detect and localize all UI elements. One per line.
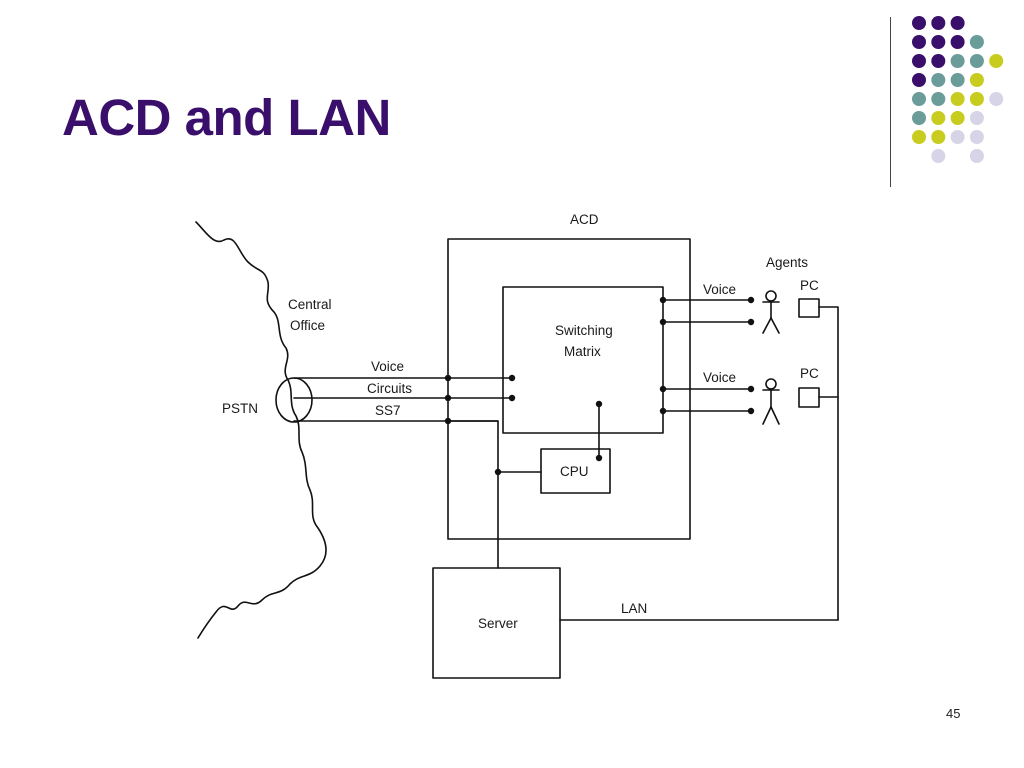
central-office-label-1: Central — [288, 297, 332, 312]
decorative-dot — [969, 149, 984, 163]
slide-title: ACD and LAN — [62, 89, 391, 146]
decorative-dot — [950, 35, 965, 49]
pc-box-1 — [798, 298, 820, 318]
central-office-label-2: Office — [290, 318, 325, 333]
pstn-ellipse — [275, 377, 313, 423]
agent-figure-2 — [762, 378, 780, 425]
acd-label: ACD — [570, 212, 599, 227]
pc-top-label: PC — [800, 278, 819, 293]
decorative-dot — [950, 16, 965, 30]
decorative-dot — [912, 92, 926, 106]
decorative-dot — [969, 35, 984, 49]
voice-bottom-label: Voice — [703, 370, 736, 385]
voice-label: Voice — [371, 359, 404, 374]
ss7-label: SS7 — [375, 403, 401, 418]
decorative-dot — [950, 54, 965, 68]
pc1-lan-link — [818, 306, 839, 621]
decorative-dot — [931, 73, 946, 87]
pstn-label: PSTN — [222, 401, 258, 416]
central-office-boundary — [195, 221, 327, 639]
circuits-label: Circuits — [367, 381, 412, 396]
agents-label: Agents — [766, 255, 808, 270]
pc-box-2 — [798, 387, 820, 408]
cpu-label: CPU — [560, 464, 589, 479]
decorative-dot — [912, 111, 926, 125]
server-label: Server — [478, 616, 518, 631]
decorative-dot — [950, 130, 965, 144]
page-number: 45 — [946, 706, 961, 721]
switching-matrix-box — [502, 286, 664, 434]
decorative-dot — [950, 111, 965, 125]
decorative-dot — [931, 149, 946, 163]
switching-matrix-label-2: Matrix — [564, 344, 601, 359]
decorative-dot — [912, 73, 926, 87]
decorative-dot — [931, 92, 946, 106]
cpu-box — [540, 448, 611, 494]
switching-matrix-label-1: Switching — [555, 323, 613, 338]
decorative-dot — [969, 54, 984, 68]
decorative-dot — [969, 73, 984, 87]
decorative-dot — [912, 54, 926, 68]
decorative-dot — [912, 16, 926, 30]
decorative-dot — [912, 130, 926, 144]
decorative-dot — [931, 130, 946, 144]
decorative-dot — [969, 111, 984, 125]
decorative-dot — [931, 111, 946, 125]
pc-bottom-label: PC — [800, 366, 819, 381]
voice-top-label: Voice — [703, 282, 736, 297]
decorative-dot — [931, 16, 946, 30]
decorative-divider — [890, 17, 891, 187]
agent-figure-1 — [762, 290, 780, 334]
dots-group — [912, 16, 1004, 163]
decorative-dot — [950, 73, 965, 87]
server-box — [432, 567, 561, 679]
decorative-dot — [989, 92, 1004, 106]
acd-box — [447, 238, 691, 540]
decorative-dot — [969, 92, 984, 106]
decorative-dot-grid — [912, 16, 1004, 163]
ss7-to-server-line — [447, 420, 499, 569]
decorative-dot — [931, 54, 946, 68]
decorative-dot — [912, 35, 926, 49]
lan-label: LAN — [621, 601, 647, 616]
junction-dots — [444, 296, 755, 476]
decorative-dot — [969, 130, 984, 144]
decorative-dot — [931, 35, 946, 49]
decorative-dot — [950, 92, 965, 106]
decorative-dot — [989, 54, 1004, 68]
